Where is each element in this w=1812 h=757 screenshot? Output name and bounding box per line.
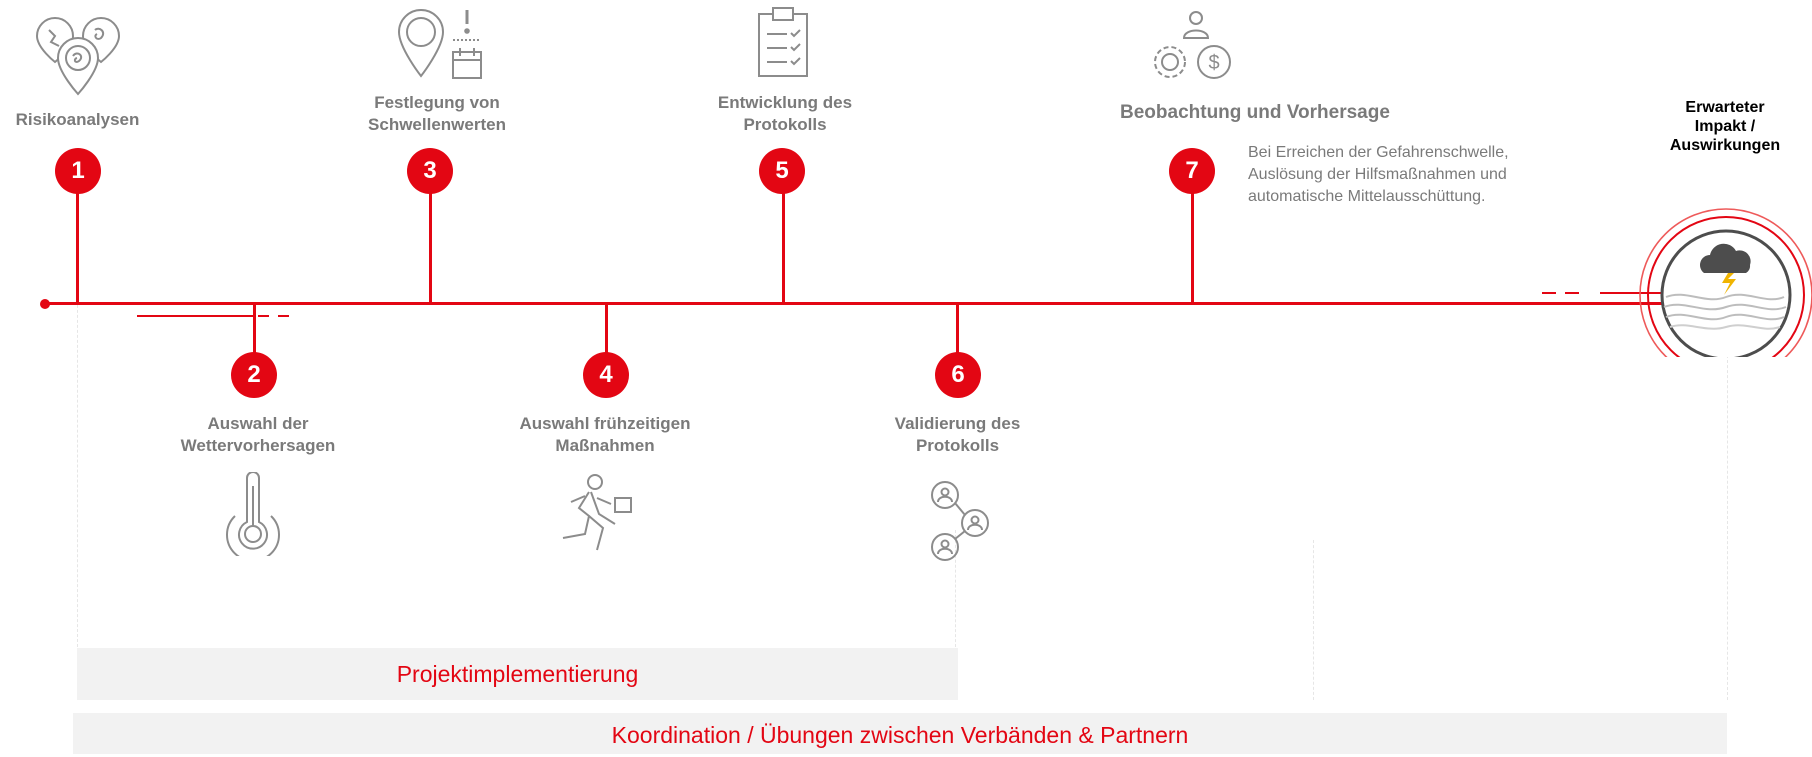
connector-2 — [253, 302, 256, 374]
step-4-label: Auswahl frühzeitigen Maßnahmen — [490, 413, 720, 457]
connector-3 — [429, 170, 432, 304]
impact-label: Erwarteter Impakt / Auswirkungen — [1640, 98, 1810, 155]
step-1-marker: 1 — [55, 148, 101, 194]
step-2-label-line2: Wettervorhersagen — [180, 436, 336, 455]
connector-7 — [1191, 170, 1194, 304]
impact-connector — [1600, 292, 1664, 294]
people-network-icon — [925, 475, 995, 570]
step-1-label-text: Risikoanalysen — [15, 110, 140, 129]
step-3-label: Festlegung von Schwellenwerten — [332, 92, 542, 136]
coordination-band-text: Koordination / Übungen zwischen Verbände… — [611, 722, 1189, 748]
step-4-label-line2: Maßnahmen — [555, 436, 655, 455]
guide-line-left — [77, 280, 78, 652]
step-2-label-line1: Auswahl der — [207, 414, 309, 433]
step-1-label: Risikoanalysen — [0, 109, 155, 131]
timeline-axis — [45, 302, 1665, 305]
hazard-map-pins-icon — [33, 12, 125, 103]
branch-dash-2a — [258, 315, 269, 317]
connector-5 — [782, 170, 785, 304]
branch-dash-2b — [278, 315, 289, 317]
step-5-label: Entwicklung des Protokolls — [675, 92, 895, 136]
guide-line-right — [1727, 350, 1728, 700]
running-person-briefcase-icon — [555, 472, 645, 561]
impact-label-line2: Impakt / — [1694, 118, 1756, 135]
step-7-label-text: Beobachtung und Vorhersage — [1120, 102, 1390, 123]
step-6-label-line2: Protokolls — [915, 436, 1000, 455]
step-7-description-line1: Bei Erreichen der Gefahrenschwelle, — [1248, 144, 1509, 161]
impact-label-line1: Erwarteter — [1685, 99, 1765, 116]
location-pin-calendar-alert-icon — [397, 6, 487, 91]
step-2-marker: 2 — [231, 352, 277, 398]
step-3-label-line1: Festlegung von — [374, 93, 500, 112]
clipboard-checklist-icon — [755, 4, 811, 85]
step-4-label-line1: Auswahl frühzeitigen — [519, 414, 691, 433]
implementation-band-text: Projektimplementierung — [396, 661, 639, 687]
guide-line-center — [1313, 540, 1314, 700]
connector-6 — [956, 302, 959, 374]
impact-dash-a — [1542, 292, 1556, 294]
connector-4 — [605, 302, 608, 374]
storm-cloud-flood-icon — [1638, 157, 1812, 382]
svg-text:$: $ — [1208, 52, 1219, 74]
step-6-label: Validierung des Protokolls — [855, 413, 1060, 457]
step-3-label-line2: Schwellenwerten — [368, 115, 506, 134]
connector-1 — [76, 170, 79, 304]
person-gears-money-icon: $ — [1150, 4, 1240, 89]
implementation-band: Projektimplementierung — [77, 648, 958, 700]
step-7-marker: 7 — [1169, 148, 1215, 194]
step-7-description: Bei Erreichen der Gefahrenschwelle, Ausl… — [1248, 142, 1578, 208]
step-5-label-line1: Entwicklung des — [717, 93, 853, 112]
step-7-description-line2: Auslösung der Hilfsmaßnahmen und — [1248, 166, 1507, 183]
branch-line-2 — [137, 315, 254, 317]
impact-label-line3: Auswirkungen — [1669, 137, 1781, 154]
guide-line-mid — [955, 530, 956, 652]
coordination-band: Koordination / Übungen zwischen Verbände… — [73, 713, 1727, 754]
step-6-marker: 6 — [935, 352, 981, 398]
thermometer-icon — [223, 471, 283, 562]
step-7-label: Beobachtung und Vorhersage — [1120, 102, 1460, 124]
step-3-marker: 3 — [407, 148, 453, 194]
step-2-label: Auswahl der Wettervorhersagen — [153, 413, 363, 457]
step-5-label-line2: Protokolls — [743, 115, 827, 134]
step-4-marker: 4 — [583, 352, 629, 398]
step-7-description-line3: automatische Mittelausschüttung. — [1248, 188, 1486, 205]
step-5-marker: 5 — [759, 148, 805, 194]
step-6-label-line1: Validierung des — [894, 414, 1021, 433]
impact-dash-b — [1565, 292, 1579, 294]
